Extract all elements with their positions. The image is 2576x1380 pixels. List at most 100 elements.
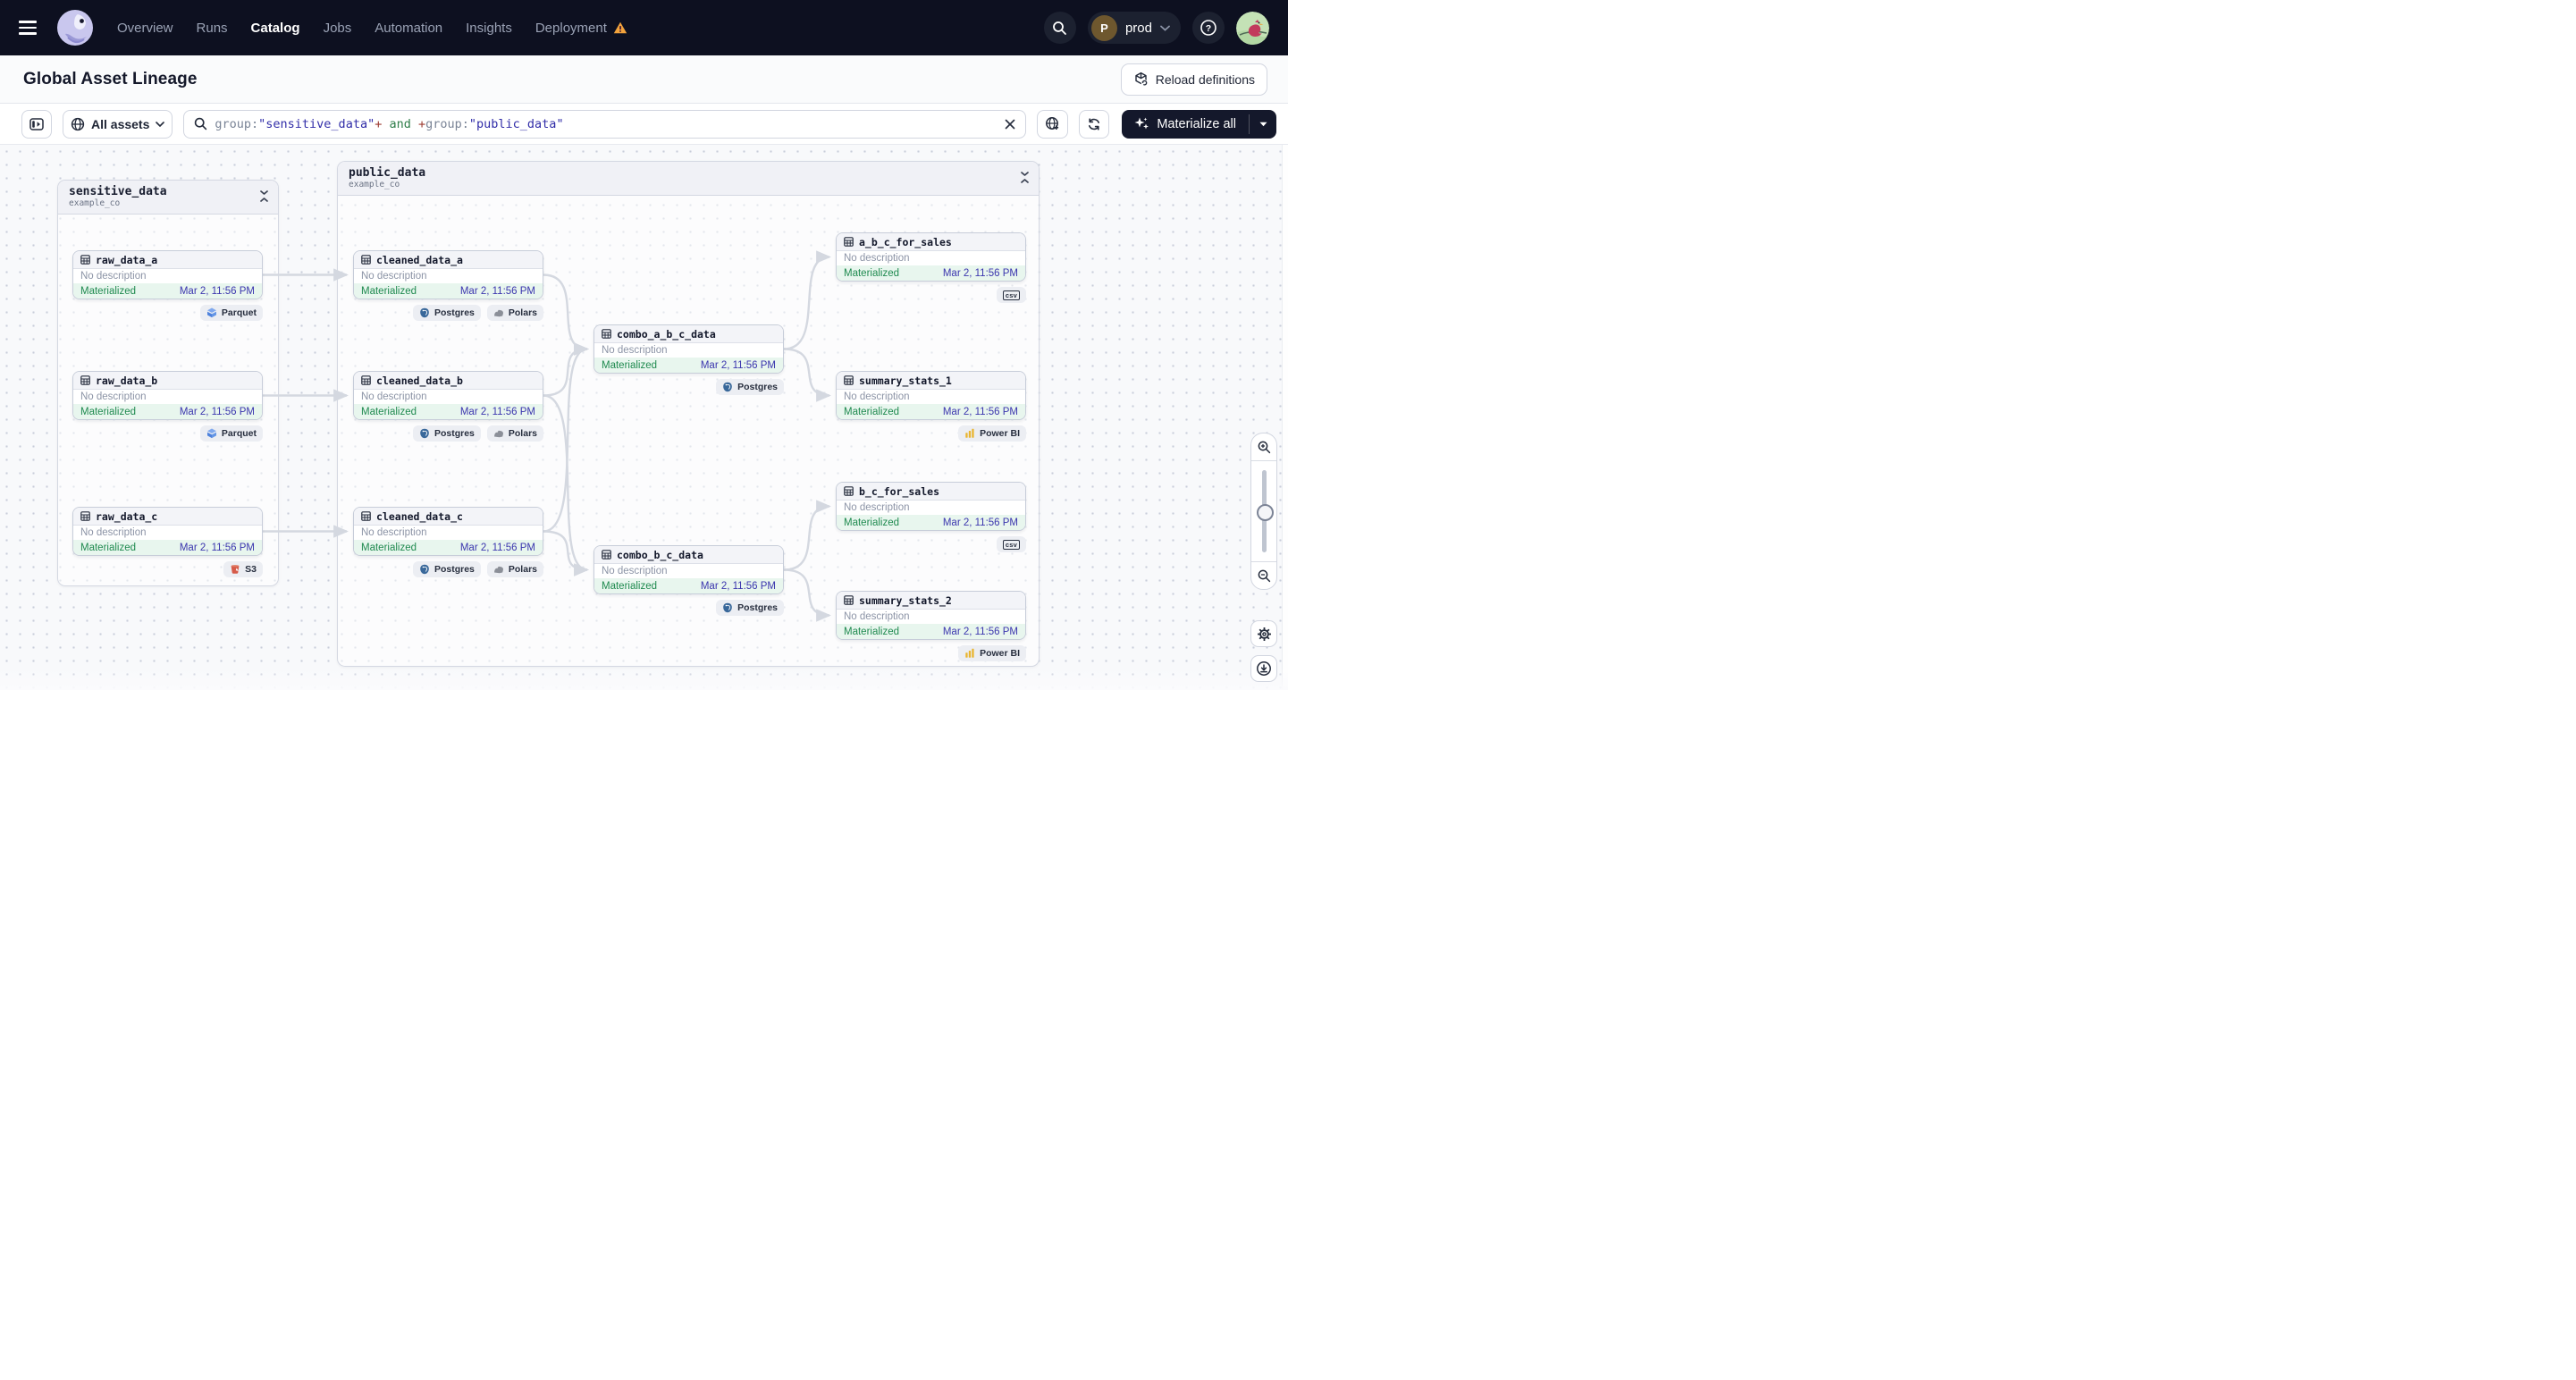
- materialization-timestamp[interactable]: Mar 2, 11:56 PM: [179, 543, 255, 553]
- group-header[interactable]: public_data example_co: [338, 162, 1039, 196]
- asset-description: No description: [80, 391, 147, 402]
- asset-status-row: Materialized Mar 2, 11:56 PM: [594, 358, 783, 373]
- kind-tag-csv[interactable]: csv: [996, 287, 1026, 303]
- postgres-icon: [420, 307, 429, 318]
- collapse-group-icon[interactable]: [259, 190, 269, 202]
- asset-description: No description: [602, 345, 668, 356]
- group-title: sensitive_data: [69, 185, 167, 198]
- asset-node-cleaned_data_b[interactable]: cleaned_data_b No description Materializ…: [353, 371, 543, 420]
- kind-tag-polars[interactable]: Polars: [486, 425, 543, 442]
- zoom-in-button[interactable]: [1251, 433, 1276, 461]
- nav-item-deployment[interactable]: Deployment: [535, 21, 627, 36]
- asset-node-combo_a_b_c_data[interactable]: combo_a_b_c_data No description Material…: [593, 324, 784, 374]
- nav-item-overview[interactable]: Overview: [117, 21, 173, 36]
- kind-tag-parquet[interactable]: Parquet: [199, 305, 263, 321]
- materialization-timestamp[interactable]: Mar 2, 11:56 PM: [459, 543, 535, 553]
- powerbi-icon: [965, 428, 974, 438]
- kind-tag-powerbi[interactable]: Power BI: [958, 645, 1026, 661]
- kind-tag-label: Postgres: [434, 428, 475, 439]
- materialization-timestamp[interactable]: Mar 2, 11:56 PM: [700, 360, 776, 371]
- materialize-all-button[interactable]: Materialize all: [1122, 110, 1249, 139]
- hamburger-menu-icon[interactable]: [19, 21, 37, 35]
- kind-tag-postgres[interactable]: Postgres: [412, 561, 481, 577]
- kind-tag-s3[interactable]: S3: [223, 561, 263, 577]
- nav-item-runs[interactable]: Runs: [197, 21, 228, 36]
- nav-item-catalog[interactable]: Catalog: [251, 21, 300, 36]
- kind-tag-postgres[interactable]: Postgres: [716, 379, 784, 395]
- kind-tag-postgres[interactable]: Postgres: [716, 600, 784, 616]
- materialization-timestamp[interactable]: Mar 2, 11:56 PM: [942, 268, 1018, 279]
- kind-tag-polars[interactable]: Polars: [486, 561, 543, 577]
- collapse-group-icon[interactable]: [1020, 172, 1030, 183]
- graph-scrollbar[interactable]: [1282, 145, 1288, 690]
- nav-item-jobs[interactable]: Jobs: [324, 21, 352, 36]
- asset-node-raw_data_c[interactable]: raw_data_c No description Materialized M…: [72, 507, 263, 556]
- asset-node-a_b_c_for_sales[interactable]: a_b_c_for_sales No description Materiali…: [836, 232, 1026, 282]
- materialization-timestamp[interactable]: Mar 2, 11:56 PM: [942, 407, 1018, 417]
- lineage-graph[interactable]: sensitive_data example_co public_data ex…: [0, 145, 1288, 690]
- global-search-button[interactable]: [1043, 12, 1076, 44]
- search-icon: [1053, 21, 1067, 35]
- materialization-timestamp[interactable]: Mar 2, 11:56 PM: [179, 407, 255, 417]
- asset-node-cleaned_data_c[interactable]: cleaned_data_c No description Materializ…: [353, 507, 543, 556]
- kind-tag-postgres[interactable]: Postgres: [412, 425, 481, 442]
- asset-node-cleaned_data_a[interactable]: cleaned_data_a No description Materializ…: [353, 250, 543, 299]
- kind-tag-parquet[interactable]: Parquet: [199, 425, 263, 442]
- asset-name: combo_a_b_c_data: [617, 327, 716, 341]
- graph-settings-button[interactable]: [1250, 620, 1277, 647]
- search-query-text: group:"sensitive_data"+ and +group:"publ…: [215, 117, 563, 131]
- clear-search-button[interactable]: [1005, 119, 1015, 130]
- asset-node-summary_stats_1[interactable]: summary_stats_1 No description Materiali…: [836, 371, 1026, 420]
- help-button[interactable]: ?: [1192, 12, 1225, 44]
- asset-status-row: Materialized Mar 2, 11:56 PM: [354, 404, 543, 419]
- reload-definitions-button[interactable]: Reload definitions: [1120, 63, 1267, 96]
- materialization-timestamp[interactable]: Mar 2, 11:56 PM: [459, 286, 535, 297]
- materialization-timestamp[interactable]: Mar 2, 11:56 PM: [179, 286, 255, 297]
- sparkles-icon: [1134, 117, 1149, 130]
- kind-tag-polars[interactable]: Polars: [486, 305, 543, 321]
- status-badge: Materialized: [844, 627, 899, 637]
- asset-node-b_c_for_sales[interactable]: b_c_for_sales No description Materialize…: [836, 482, 1026, 531]
- user-avatar[interactable]: [1236, 11, 1269, 45]
- toggle-sidebar-button[interactable]: [21, 109, 52, 139]
- asset-tags-row: csv: [836, 287, 1026, 303]
- dagster-logo-icon[interactable]: [56, 9, 94, 46]
- asset-node-combo_b_c_data[interactable]: combo_b_c_data No description Materializ…: [593, 545, 784, 594]
- asset-search-input[interactable]: group:"sensitive_data"+ and +group:"publ…: [183, 109, 1027, 139]
- materialization-timestamp[interactable]: Mar 2, 11:56 PM: [942, 518, 1018, 528]
- asset-description: No description: [844, 253, 910, 264]
- kind-tag-csv[interactable]: csv: [996, 536, 1026, 552]
- materialization-timestamp[interactable]: Mar 2, 11:56 PM: [942, 627, 1018, 637]
- table-icon: [844, 595, 854, 605]
- materialize-options-button[interactable]: [1250, 110, 1276, 139]
- group-title: public_data: [349, 166, 426, 180]
- refresh-button[interactable]: [1079, 109, 1110, 139]
- zoom-out-button[interactable]: [1251, 561, 1276, 589]
- asset-node-raw_data_a[interactable]: raw_data_a No description Materialized M…: [72, 250, 263, 299]
- zoom-slider-thumb[interactable]: [1256, 504, 1274, 521]
- group-header[interactable]: sensitive_data example_co: [58, 181, 278, 215]
- dagster-app: Overview Runs Catalog Jobs Automation Insight…: [0, 0, 1288, 690]
- download-image-button[interactable]: [1250, 655, 1277, 682]
- asset-scope-selector[interactable]: All assets: [63, 109, 173, 139]
- asset-node-summary_stats_2[interactable]: summary_stats_2 No description Materiali…: [836, 591, 1026, 640]
- view-global-graph-button[interactable]: [1037, 109, 1069, 139]
- kind-tag-label: Parquet: [221, 307, 257, 318]
- materialization-timestamp[interactable]: Mar 2, 11:56 PM: [459, 407, 535, 417]
- table-icon: [80, 375, 90, 385]
- zoom-slider[interactable]: [1251, 461, 1276, 561]
- nav-item-automation[interactable]: Automation: [375, 21, 442, 36]
- deployment-switcher[interactable]: P prod: [1087, 12, 1181, 44]
- materialization-timestamp[interactable]: Mar 2, 11:56 PM: [700, 581, 776, 592]
- asset-tags-row: Postgres Polars: [353, 425, 543, 442]
- search-token: group:: [215, 116, 259, 131]
- top-navbar: Overview Runs Catalog Jobs Automation Insight…: [0, 0, 1288, 55]
- status-badge: Materialized: [361, 407, 417, 417]
- help-icon: ?: [1200, 20, 1216, 36]
- asset-node-raw_data_b[interactable]: raw_data_b No description Materialized M…: [72, 371, 263, 420]
- nav-item-insights[interactable]: Insights: [466, 21, 512, 36]
- caret-down-icon: [1259, 122, 1267, 126]
- kind-tag-powerbi[interactable]: Power BI: [958, 425, 1026, 442]
- asset-description: No description: [844, 391, 910, 402]
- kind-tag-postgres[interactable]: Postgres: [412, 305, 481, 321]
